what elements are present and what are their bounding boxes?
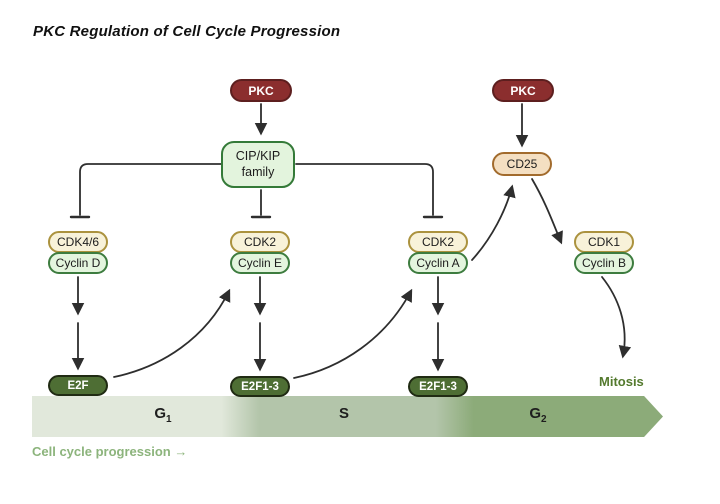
phase-label-g2: G2 — [529, 405, 547, 425]
node-cdk2-mid: CDK2 — [230, 231, 290, 253]
cell-cycle-progression-caption: Cell cycle progression → — [32, 444, 188, 459]
phase-label-g1: G1 — [154, 405, 172, 425]
arrow-e2f-to-cycline — [113, 288, 231, 378]
cell-cycle-phase-banner — [32, 396, 663, 437]
node-cdk2-right: CDK2 — [408, 231, 468, 253]
mitosis-label: Mitosis — [599, 374, 644, 389]
node-pkc-left: PKC — [230, 79, 292, 102]
phase-label-s: S — [338, 405, 350, 422]
cipkip-line1: CIP/KIP — [235, 148, 281, 163]
node-pkc-right: PKC — [492, 79, 554, 102]
arrow-cyclina-to-cd25 — [471, 184, 516, 261]
cipkip-line2: family — [241, 164, 275, 179]
inhibit-cipkip-to-cdk2right-line — [295, 163, 434, 216]
node-cyclin-b: Cyclin B — [574, 252, 634, 274]
node-cdk4-6: CDK4/6 — [48, 231, 108, 253]
node-cdk1: CDK1 — [574, 231, 634, 253]
node-e2f: E2F — [48, 375, 108, 396]
node-cyclin-e: Cyclin E — [230, 252, 290, 274]
node-e2f1-3-mid: E2F1-3 — [230, 376, 290, 397]
node-cyclin-a: Cyclin A — [408, 252, 468, 274]
node-cd25: CD25 — [492, 152, 552, 176]
inhibit-cipkip-to-cdk46-line — [79, 163, 222, 216]
arrow-e2f13-to-cyclina — [293, 288, 413, 379]
diagram-title: PKC Regulation of Cell Cycle Progression — [33, 23, 341, 40]
node-cipkip-family: CIP/KIP family — [221, 141, 295, 188]
node-e2f1-3-right: E2F1-3 — [408, 376, 468, 397]
arrow-cd25-to-cdk1 — [531, 178, 563, 245]
node-cyclin-d: Cyclin D — [48, 252, 108, 274]
arrow-cyclinb-to-mitosis — [601, 276, 632, 359]
